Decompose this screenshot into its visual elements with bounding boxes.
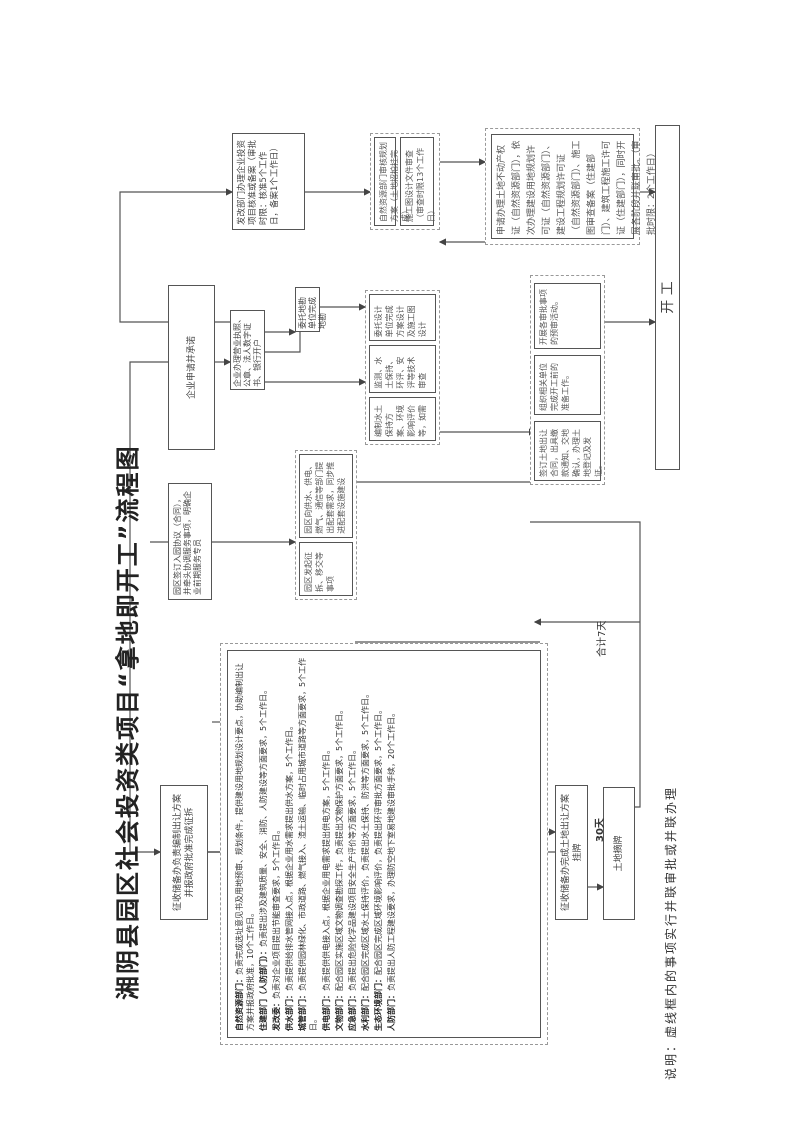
note-text: 说明：虚线框内的事项实行并联审批或并联办理 [664,785,678,1080]
department-name: 供电部门： [322,991,331,1031]
survey-box: 委托地勘单位完成地勘 [295,287,327,332]
department-name: 住建部门（人防部门）： [259,947,268,1031]
department-text: 负责提供园林绿化、市政道路、燃气接入、渣土运输、临时占用城市道路等方面要求，5个… [298,657,318,1031]
department-item: 城管部门：负责提供园林绿化、市政道路、燃气接入、渣土运输、临时占用城市道路等方面… [297,657,319,1031]
total-7-label: 合计7天 [597,620,608,657]
enterprise-apply-box: 企业申请并承诺 [168,285,215,450]
expropriation-plan-box: 征收储备办负责编制出让方案并报政府批准完成征拆 [160,785,208,920]
department-item: 自然资源部门：负责完成选址意见书及用地预审、规划条件，提供建设用地规划设计要点，… [234,657,256,1031]
department-name: 城管部门： [298,991,307,1031]
park-utilities-box: 园区向供水、供电、燃气、通信等部门提出配套需求，同步推进配套设施建设 [299,454,353,538]
department-name: 生态环境部门： [374,975,383,1031]
design-group: 编制水土保持方案、环境影响评价等，如需 监测、水土保持、环评、安评等技术审查 委… [365,290,440,445]
department-item: 发改委：负责对企业项目提出节能审查要求，5个工作日。 [271,657,282,1031]
business-license-box: 企业办理营业执照、公章、法人数字证书、银行开户 [230,310,265,390]
department-name: 人防部门： [387,991,396,1031]
prestart-group: 签订土地出让合同，出具缴款通知、交地确认，办理土地登记及发证。 组织相关单位完成… [530,275,605,485]
department-item: 供电部门：负责提供供电接入点，根据企业用电需求提出供电方案，5个工作日。 [321,657,332,1031]
start-construction-box: 开 工 [655,125,680,470]
park-expropriation-box: 园区发起征拆、移交等事项 [299,541,353,596]
department-item: 住建部门（人防部门）：负责提出涉及建筑质量、安全、消防、人防建设等方面要求，5个… [258,657,269,1031]
delisting-box: 土地摘牌 [603,787,635,920]
department-text: 配合园区完成区域环境影响评价，负责提出环评审批方面要求，5个工作日。 [374,705,383,975]
department-name: 水利部门： [361,991,370,1031]
permits-group: 申请办理土地不动产权证（自然资源部门），依次办理建设用地规划许可证（自然资源部门… [485,128,657,245]
department-text: 配合园区实施区域文物调查勘探工作，负责提出文物保护方面要求，5个工作日。 [335,705,344,991]
departments-group: 自然资源部门：负责完成选址意见书及用地预审、规划条件，提供建设用地规划设计要点，… [220,643,548,1045]
reform-approval-box: 发改部门办理企业投资项目核准或备案（审批时限：核准5个工作日，备案1个工作日） [232,133,305,230]
department-item: 供水部门：负责提供给排水管网接入点，根据企业用水需求提出供水方案，5个工作日。 [284,657,295,1031]
department-name: 供水部门： [285,991,294,1031]
department-item: 应急部门：负责提出危险化学品建设项目安全生产评价等方面要求，5个工作日。 [347,657,358,1031]
department-name: 应急部门： [348,991,357,1031]
department-name: 发改委： [272,999,281,1031]
department-text: 负责提出人防工程建设要求，办理防空地下室易地建设审批手续，20个工作日。 [387,708,396,991]
department-text: 负责提供给排水管网接入点，根据企业用水需求提出供水方案，5个工作日。 [285,721,294,991]
department-item: 水利部门：配合园区完成区域水土保持评价，负责提出水土保持、防洪等方面要求，5个工… [360,657,371,1031]
department-item: 文物部门：配合园区实施区域文物调查勘探工作，负责提出文物保护方面要求，5个工作日… [334,657,345,1031]
park-agreement-box: 园区签订入园协议（合同），并牵头协调服务事项，明确企业前期服务专员 [168,483,212,600]
department-item: 生态环境部门：配合园区完成区域环境影响评价，负责提出环评审批方面要求，5个工作日… [373,657,384,1031]
department-text: 负责对企业项目提出节能审查要求，5个工作日。 [272,825,281,999]
water-soil-box: 编制水土保持方案、环境影响评价等，如需 [369,396,436,441]
permits-box: 申请办理土地不动产权证（自然资源部门），依次办理建设用地规划许可证（自然资源部门… [491,134,657,239]
department-text: 负责提出涉及建筑质量、安全、消防、人防建设等方面要求，5个工作日。 [259,685,268,947]
plan-review-box: 自然资源部门审核规划方案（土地招拍挂完成） [374,137,410,226]
design-box: 委托设计单位完成方案设计及施工图设计 [369,294,436,342]
department-name: 文物部门： [335,991,344,1031]
department-name: 自然资源部门： [235,975,244,1031]
review-group: 自然资源部门审核规划方案（土地招拍挂完成） 施工图设计文件审查（审查时限13个工… [370,133,440,230]
department-item: 人防部门：负责提出人防工程建设要求，办理防空地下室易地建设审批手续，20个工作日… [386,657,397,1031]
land-contract-box: 签订土地出让合同，出具缴款通知、交地确认，办理土地登记及发证。 [534,421,603,481]
department-text: 负责提出危险化学品建设项目安全生产评价等方面要求，5个工作日。 [348,745,357,991]
listing-box: 征收储备办完成土地出让方案挂牌 [555,785,588,920]
departments-box: 自然资源部门：负责完成选址意见书及用地预审、规划条件，提供建设用地规划设计要点，… [227,650,541,1038]
days-30-label: 30天 [595,818,606,842]
park-group: 园区发起征拆、移交等事项 园区向供水、供电、燃气、通信等部门提出配套需求，同步推… [295,450,357,600]
pre-review-box: 开展各审批事项的预审活动。 [534,283,601,349]
drawing-review-box: 施工图设计文件审查（审查时限13个工作日） [400,137,436,226]
prep-work-box: 组织相关单位完成开工前的准备工作。 [534,355,601,415]
page-title: 湘阴县园区社会投资类项目“拿地即开工”流程图 [114,444,142,1000]
tech-review-box: 监测、水土保持、环评、安评等技术审查 [369,345,436,393]
department-text: 配合园区完成区域水土保持评价，负责提出水土保持、防洪等方面要求，5个工作日。 [361,689,370,991]
department-text: 负责提供供电接入点，根据企业用电需求提出供电方案，5个工作日。 [322,745,331,991]
